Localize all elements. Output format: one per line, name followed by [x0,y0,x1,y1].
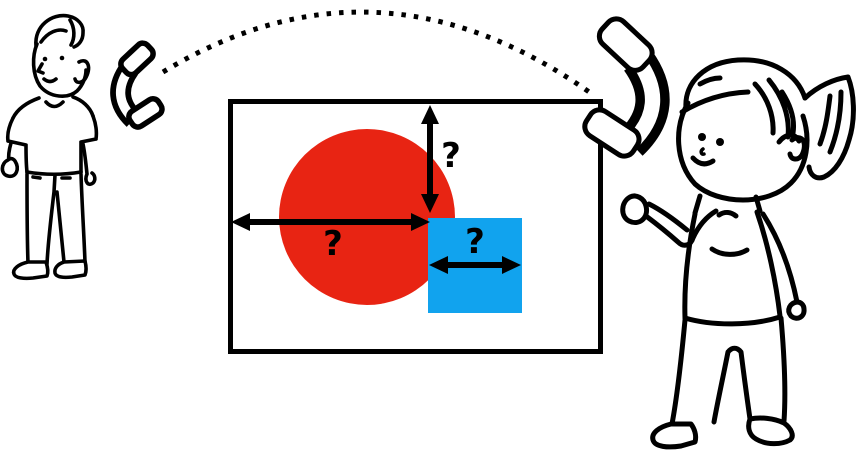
girl-torso-right [754,209,783,319]
girl-forearm-top [646,201,690,233]
girl-hand-right [786,299,807,321]
man-ear [73,59,91,85]
girl-hair-top [683,57,808,111]
right-phone-icon [582,16,670,159]
girl-hair-strands [752,77,796,140]
man-waist-marks [31,175,72,180]
red-circle [279,129,455,305]
girl-neck [692,193,763,216]
man-smile [42,77,58,84]
girl-fist [620,193,650,225]
girl-bent-arm [643,208,719,248]
girl-face [676,100,810,203]
man-illustration [0,13,99,281]
left-phone-icon [110,40,165,130]
top-gap-arrow [421,105,439,213]
girl-eye-left [698,133,706,141]
man-shoulder-left [11,96,41,120]
man-eye-left [42,56,48,62]
man-shoe-left [11,260,50,281]
man-pants-inner [45,173,66,266]
girl-pants-inner [711,345,753,425]
man-face [31,42,88,98]
girl-illustration [620,57,856,450]
man-pants-outer [25,172,87,265]
girl-blush [699,147,706,156]
man-shoulder-right [71,95,95,118]
man-fist [0,156,19,179]
dotted-call-arc-icon [161,9,594,97]
man-nose [36,62,45,75]
man-hair-quiff [68,18,76,47]
girl-torso-left [682,211,698,321]
man-sleeve-right [79,114,99,174]
man-eye-right [59,55,65,61]
girl-hair-stroke [697,75,723,87]
man-hair-fringe [39,28,68,44]
girl-smile [690,155,716,167]
man-hair [34,13,85,49]
girl-collar-mark [716,210,739,219]
man-shoe-right [53,259,88,280]
square-width-arrow [429,256,521,274]
girl-eye-right [716,138,724,146]
girl-hem [682,314,783,327]
picture-board: ? ? ? [228,99,603,354]
girl-ponytail-strands [817,89,844,155]
man-collar [44,100,65,109]
girl-chest-line [709,246,750,257]
man-arm-right [81,142,97,187]
circle-width-arrow [231,213,430,231]
circle-width-label: ? [323,224,343,264]
girl-ear [787,135,807,162]
girl-arm-right [760,211,800,305]
square-width-label: ? [465,222,485,262]
top-gap-label: ? [441,136,461,176]
girl-pants-outer [669,315,788,427]
girl-shoe-left [650,421,699,450]
girl-bangs [679,89,751,115]
girl-shoe-right [746,415,795,447]
girl-ponytail [802,74,856,181]
